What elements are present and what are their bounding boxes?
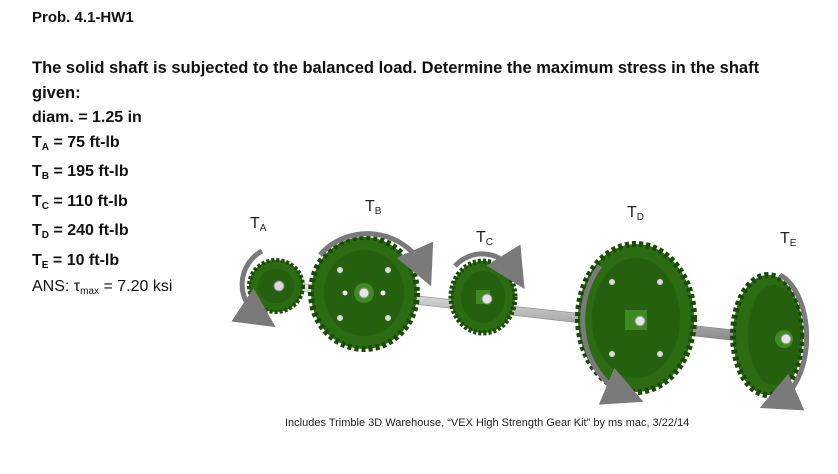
given-torque-d: TD = 240 ft-lb (32, 222, 129, 241)
gear-e (730, 272, 806, 398)
given-diameter: diam. = 1.25 in (32, 109, 142, 126)
given-torque-a: TA = 75 ft-lb (32, 133, 120, 153)
torque-arrow-d (580, 264, 644, 405)
given-values: diam. = 1.25 in TA = 75 ft-lb TB = 195 f… (32, 106, 142, 278)
torque-arrow-a (231, 248, 276, 328)
given-torque-c: TC = 110 ft-lb (32, 192, 128, 212)
gear-a (247, 258, 305, 314)
torque-arrow-c (453, 244, 525, 289)
answer: ANS: τmax = 7.20 ksi (32, 278, 173, 297)
label-torque-b: TB (365, 198, 382, 217)
label-torque-d: TD (627, 204, 645, 223)
label-torque-a: TA (250, 215, 267, 234)
gear-d (575, 241, 697, 395)
gear-c (448, 258, 518, 336)
image-credit: Includes Trimble 3D Warehouse, “VEX High… (285, 417, 690, 429)
gear-b (308, 234, 420, 352)
given-torque-b: TB = 195 ft-lb (32, 163, 129, 182)
torque-arrow-b (318, 231, 434, 287)
given-torque-e: TE = 10 ft-lb (32, 251, 120, 271)
problem-statement: The solid shaft is subjected to the bala… (32, 59, 760, 102)
label-torque-c: TC (476, 229, 494, 248)
label-torque-e: TE (780, 230, 797, 249)
problem-title: Prob. 4.1-HW1 (32, 9, 134, 26)
torque-arrow-e (759, 272, 810, 411)
